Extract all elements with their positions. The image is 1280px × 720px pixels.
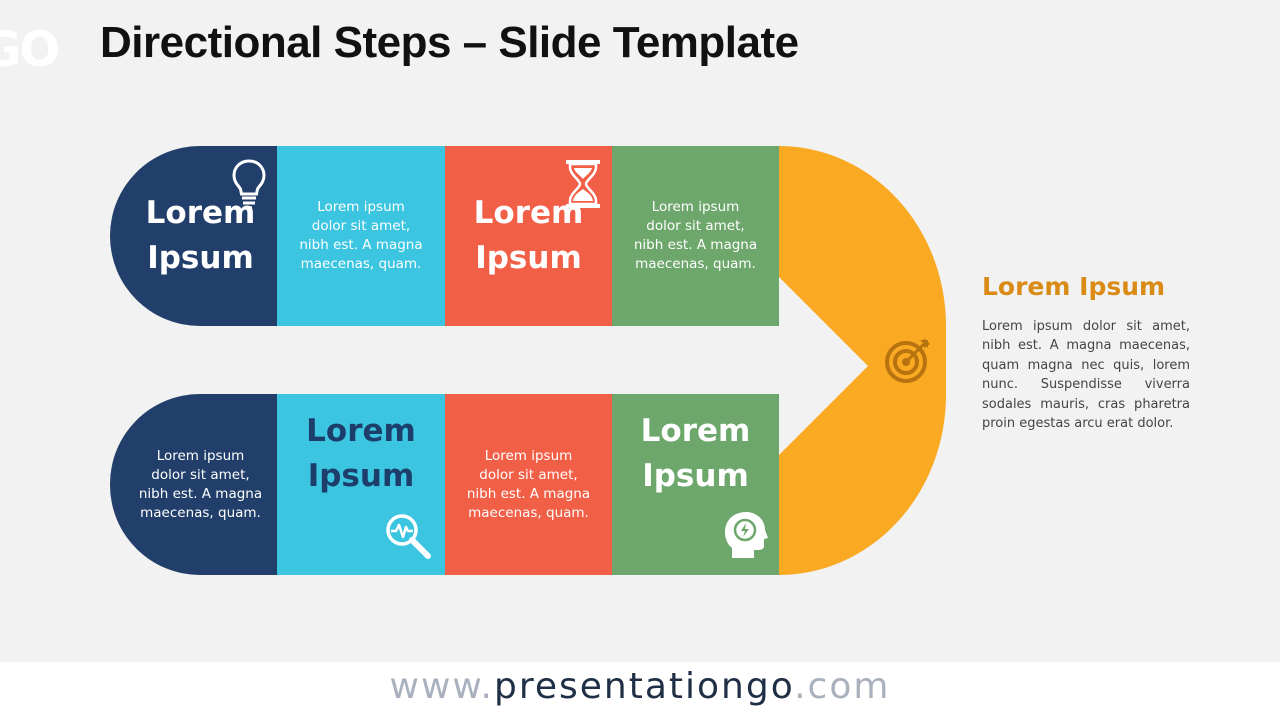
step-4-block: Lorem ipsum dolor sit amet, nibh est. A … (612, 146, 779, 326)
slide-title: Directional Steps – Slide Template (100, 18, 799, 67)
step-5-label: Lorem Ipsum (640, 413, 751, 494)
step-3-label: Lorem Ipsum (473, 195, 584, 276)
step-1-block: Lorem Ipsum (110, 146, 277, 326)
footer-tld: .com (794, 666, 891, 707)
lightbulb-icon (232, 159, 266, 209)
step-8-text: Lorem ipsum dolor sit amet, nibh est. A … (138, 447, 263, 521)
target-icon (885, 338, 930, 383)
sidebar-body: Lorem ipsum dolor sit amet, nibh est. A … (982, 319, 1190, 432)
head-idea-icon (725, 512, 768, 558)
footer-brand: presentationgo (494, 666, 795, 707)
step-1-label: Lorem Ipsum (145, 195, 256, 276)
magnifier-pulse-icon (386, 514, 431, 559)
step-6-block: Lorem ipsum dolor sit amet, nibh est. A … (445, 394, 612, 575)
footer-www: www. (389, 666, 494, 707)
step-6-text: Lorem ipsum dolor sit amet, nibh est. A … (466, 447, 591, 521)
step-7-label: Lorem Ipsum (306, 413, 416, 494)
sidebar-title: Lorem Ipsum (982, 272, 1166, 301)
logo: GO (0, 22, 60, 78)
step-2-block: Lorem ipsum dolor sit amet, nibh est. A … (277, 146, 445, 326)
footer-url[interactable]: www.presentationgo.com (0, 666, 1280, 707)
step-8-block: Lorem ipsum dolor sit amet, nibh est. A … (110, 394, 277, 575)
step-4-text: Lorem ipsum dolor sit amet, nibh est. A … (633, 199, 758, 272)
hourglass-icon (566, 160, 600, 208)
step-2-text: Lorem ipsum dolor sit amet, nibh est. A … (299, 199, 423, 272)
footer: www.presentationgo.com (0, 662, 1280, 720)
